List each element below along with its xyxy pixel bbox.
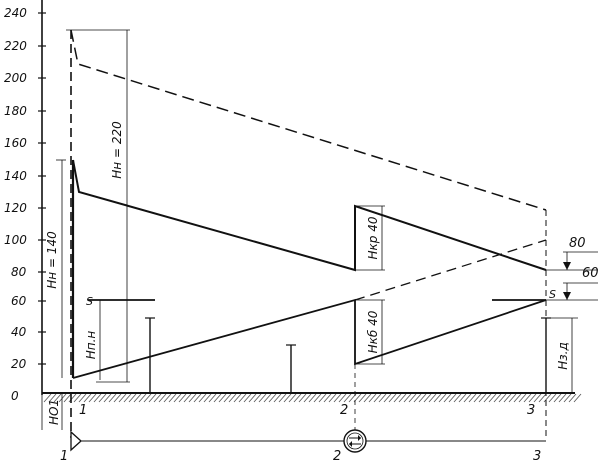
label-s-right: S	[549, 288, 556, 301]
label-ho1: HO1	[47, 399, 61, 425]
label-80: 80	[569, 236, 586, 251]
y-tick-240: 240	[4, 6, 27, 20]
label-hpn: Hп.н	[84, 331, 98, 360]
ground-station-2: 2	[340, 403, 348, 418]
ground-station-1: 1	[79, 403, 87, 418]
pressure-line-low	[72, 298, 547, 379]
pipeline-station-2: 2	[333, 449, 341, 461]
y-tick-120: 120	[4, 201, 27, 215]
label-60: 60	[582, 266, 599, 281]
y-tick-160: 160	[4, 136, 27, 150]
y-tick-140: 140	[4, 169, 27, 183]
y-tick-100: 100	[4, 233, 27, 247]
y-tick-20: 20	[11, 357, 27, 371]
label-hkd-40: Hкб 40	[366, 310, 380, 353]
y-tick-80: 80	[11, 265, 27, 279]
y-axis-labels: 240 220 200 180 160 140 120 100 80 60 40…	[4, 6, 27, 403]
pressure-line-140	[72, 159, 547, 272]
y-tick-220: 220	[4, 39, 27, 53]
dashed-rising-line	[354, 239, 547, 301]
label-hn-220: Hн = 220	[110, 121, 124, 179]
label-hzd: Hз.д	[556, 342, 570, 370]
y-axis-ticks	[38, 12, 46, 365]
station1-triangle-icon	[70, 430, 82, 452]
pressure-line-220	[70, 29, 547, 211]
label-s-left: S	[86, 295, 93, 308]
ground-station-3: 3	[527, 403, 535, 418]
ground-hatching	[43, 393, 582, 403]
y-tick-40: 40	[11, 325, 27, 339]
y-tick-200: 200	[4, 71, 27, 85]
y-tick-0: 0	[11, 389, 19, 403]
label-hkp-40: Hкр 40	[366, 216, 380, 259]
pipeline-station-3: 3	[533, 449, 541, 461]
arrow-60-icon	[563, 292, 571, 300]
y-tick-60: 60	[11, 294, 27, 308]
label-hn-140: Hн = 140	[45, 231, 59, 289]
y-tick-180: 180	[4, 104, 27, 118]
arrow-80-icon	[563, 262, 571, 270]
pipeline-station-1: 1	[60, 449, 68, 461]
